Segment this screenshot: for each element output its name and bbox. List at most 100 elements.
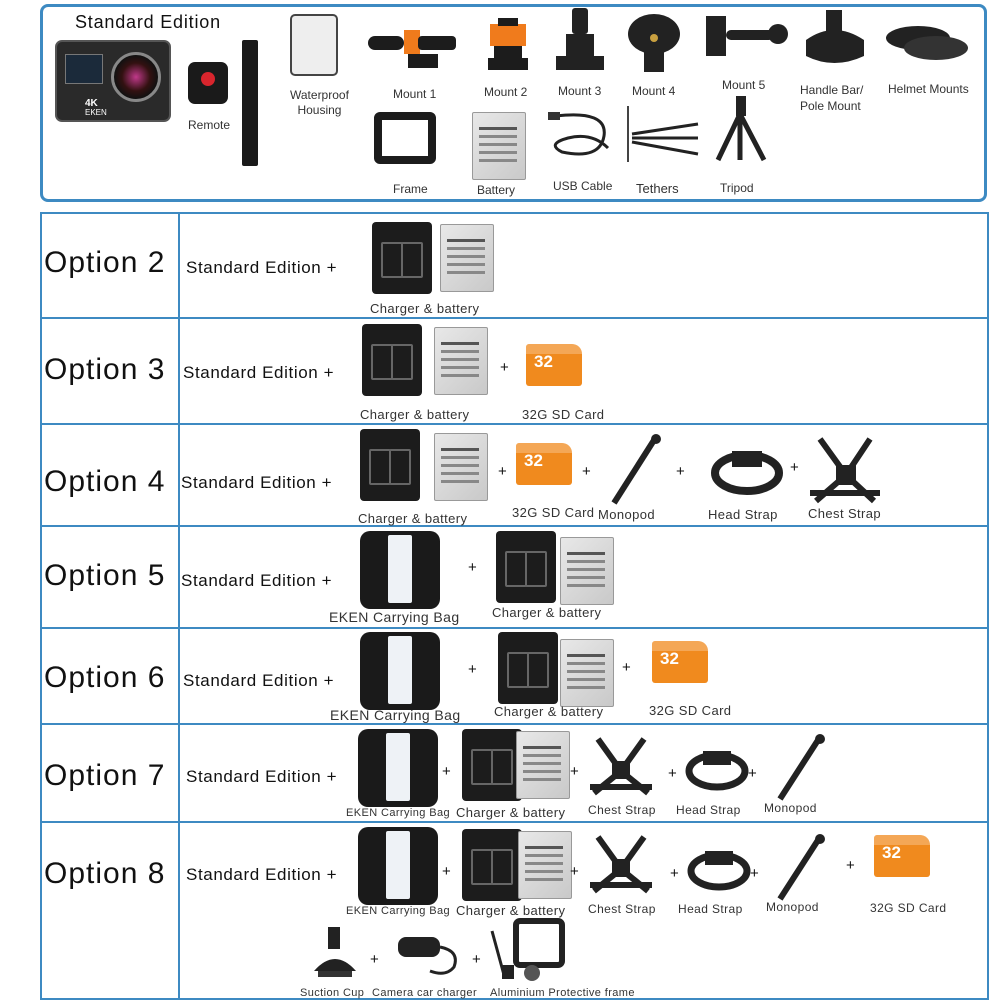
monopod-image: [777, 734, 825, 801]
battery-image: [472, 112, 526, 180]
wrist-strap-image: [242, 40, 258, 166]
option-row: Option 7 Standard Edition + + + + + EKEN…: [42, 725, 987, 823]
remote-label: Remote: [188, 118, 231, 132]
chest-strap-image: [810, 437, 880, 504]
standard-edition-text: Standard Edition +: [181, 473, 332, 493]
plus-sign: +: [326, 767, 338, 786]
chest-strap-image: [590, 737, 652, 796]
head-strap-label: Head Strap: [676, 803, 741, 817]
standard-edition-text: Standard Edition +: [181, 571, 332, 591]
standard-edition-panel: [40, 4, 987, 202]
standard-edition-title: Standard Edition: [75, 12, 221, 32]
charger-image: [372, 222, 432, 294]
chest-strap-label: Chest Strap: [588, 803, 656, 817]
head-strap-label: Head Strap: [708, 507, 778, 522]
plus-sign: +: [570, 763, 579, 780]
standard-edition-text: Standard Edition +: [183, 363, 334, 383]
tethers-label: Tethers: [636, 181, 679, 196]
mount-3-label: Mount 3: [558, 84, 602, 98]
mount-1-label: Mount 1: [393, 87, 437, 101]
battery-image: [560, 639, 614, 707]
option-row: Option 3 Standard Edition + + 32 Charger…: [42, 319, 987, 425]
monopod-label: Monopod: [764, 801, 817, 815]
carrying-bag-label: EKEN Carrying Bag: [346, 905, 451, 917]
chest-strap-label: Chest Strap: [588, 902, 656, 916]
head-strap-image: [687, 851, 751, 891]
head-strap-image: [711, 451, 783, 495]
carrying-bag-image: [360, 531, 440, 609]
usb-cable-image: [548, 112, 610, 156]
mount-2-image: [488, 18, 528, 70]
head-strap-label: Head Strap: [678, 902, 743, 916]
standard-edition-base: Standard Edition: [186, 865, 322, 884]
charger-battery-label: Charger & battery: [358, 511, 468, 526]
plus-sign: +: [582, 463, 591, 480]
battery-label: Battery: [477, 183, 516, 197]
mount-3-image: [556, 8, 604, 70]
suction-cup-image: [314, 927, 356, 977]
sd-card-text: 32: [882, 843, 901, 862]
option-name: Option 7: [44, 759, 166, 792]
carrying-bag-label: EKEN Carrying Bag: [329, 609, 460, 625]
option-row: Option 2 Standard Edition + Charger & ba…: [42, 214, 987, 319]
battery-image: [560, 537, 614, 605]
battery-image: [434, 327, 488, 395]
charger-battery-label: Charger & battery: [456, 805, 566, 820]
action-camera-image: 4K EKEN: [55, 40, 171, 122]
sd-card-image: 32: [516, 443, 572, 485]
charger-image: [362, 324, 422, 396]
plus-sign: +: [323, 671, 335, 690]
helmet-mounts-label: Helmet Mounts: [888, 82, 969, 96]
sd-card-label: 32G SD Card: [649, 703, 732, 718]
plus-sign: +: [670, 865, 679, 882]
charger-battery-label: Charger & battery: [360, 407, 470, 422]
mount-2-label: Mount 2: [484, 85, 528, 99]
plus-sign: +: [468, 559, 477, 576]
mount-1-image: [368, 30, 456, 68]
standard-edition-base: Standard Edition: [183, 671, 319, 690]
sd-card-label: 32G SD Card: [512, 505, 595, 520]
plus-sign: +: [668, 765, 677, 782]
waterproof-housing-image: [290, 14, 338, 76]
options-column-divider: [178, 214, 180, 998]
charger-battery-label: Charger & battery: [370, 301, 480, 316]
plus-sign: +: [326, 258, 338, 277]
remote-image: [188, 62, 228, 104]
option-row: Option 8 Standard Edition + + + + + + 32…: [42, 823, 987, 1000]
standard-edition-base: Standard Edition: [186, 767, 322, 786]
plus-sign: +: [748, 765, 757, 782]
suction-cup-label: Suction Cup: [300, 987, 365, 999]
handlebar-mount-label: Handle Bar/ Pole Mount: [800, 83, 864, 113]
frame-image: [374, 112, 436, 164]
plus-sign: +: [472, 951, 481, 968]
plus-sign: +: [676, 463, 685, 480]
plus-sign: +: [790, 459, 799, 476]
plus-sign: +: [323, 363, 335, 382]
camera-brand-text: EKEN: [85, 108, 107, 117]
charger-image: [496, 531, 556, 603]
standard-edition-base: Standard Edition: [181, 571, 317, 590]
standard-edition-text: Standard Edition +: [186, 258, 337, 278]
charger-image: [360, 429, 420, 501]
tripod-label: Tripod: [720, 181, 754, 195]
standard-edition-text: Standard Edition +: [183, 671, 334, 691]
chest-strap-label: Chest Strap: [808, 506, 882, 521]
mount-4-image: [628, 14, 680, 72]
option-row: Option 5 Standard Edition + + EKEN Carry…: [42, 527, 987, 629]
charger-image: [462, 829, 522, 901]
charger-battery-label: Charger & battery: [456, 903, 566, 918]
car-charger-label: Camera car charger: [372, 987, 478, 999]
plus-sign: +: [622, 659, 631, 676]
protective-frame-label: Aluminium Protective frame: [490, 987, 635, 999]
option-row: Option 4 Standard Edition + + 32 + + + C…: [42, 425, 987, 527]
carrying-bag-label: EKEN Carrying Bag: [346, 807, 451, 819]
frame-label: Frame: [393, 182, 428, 196]
plus-sign: +: [500, 359, 509, 376]
sd-card-text: 32: [660, 649, 679, 668]
monopod-label: Monopod: [766, 900, 819, 914]
chest-strap-image: [590, 835, 652, 894]
battery-image: [434, 433, 488, 501]
option-name: Option 6: [44, 661, 166, 694]
plus-sign: +: [442, 763, 451, 780]
sd-card-label: 32G SD Card: [870, 901, 947, 915]
